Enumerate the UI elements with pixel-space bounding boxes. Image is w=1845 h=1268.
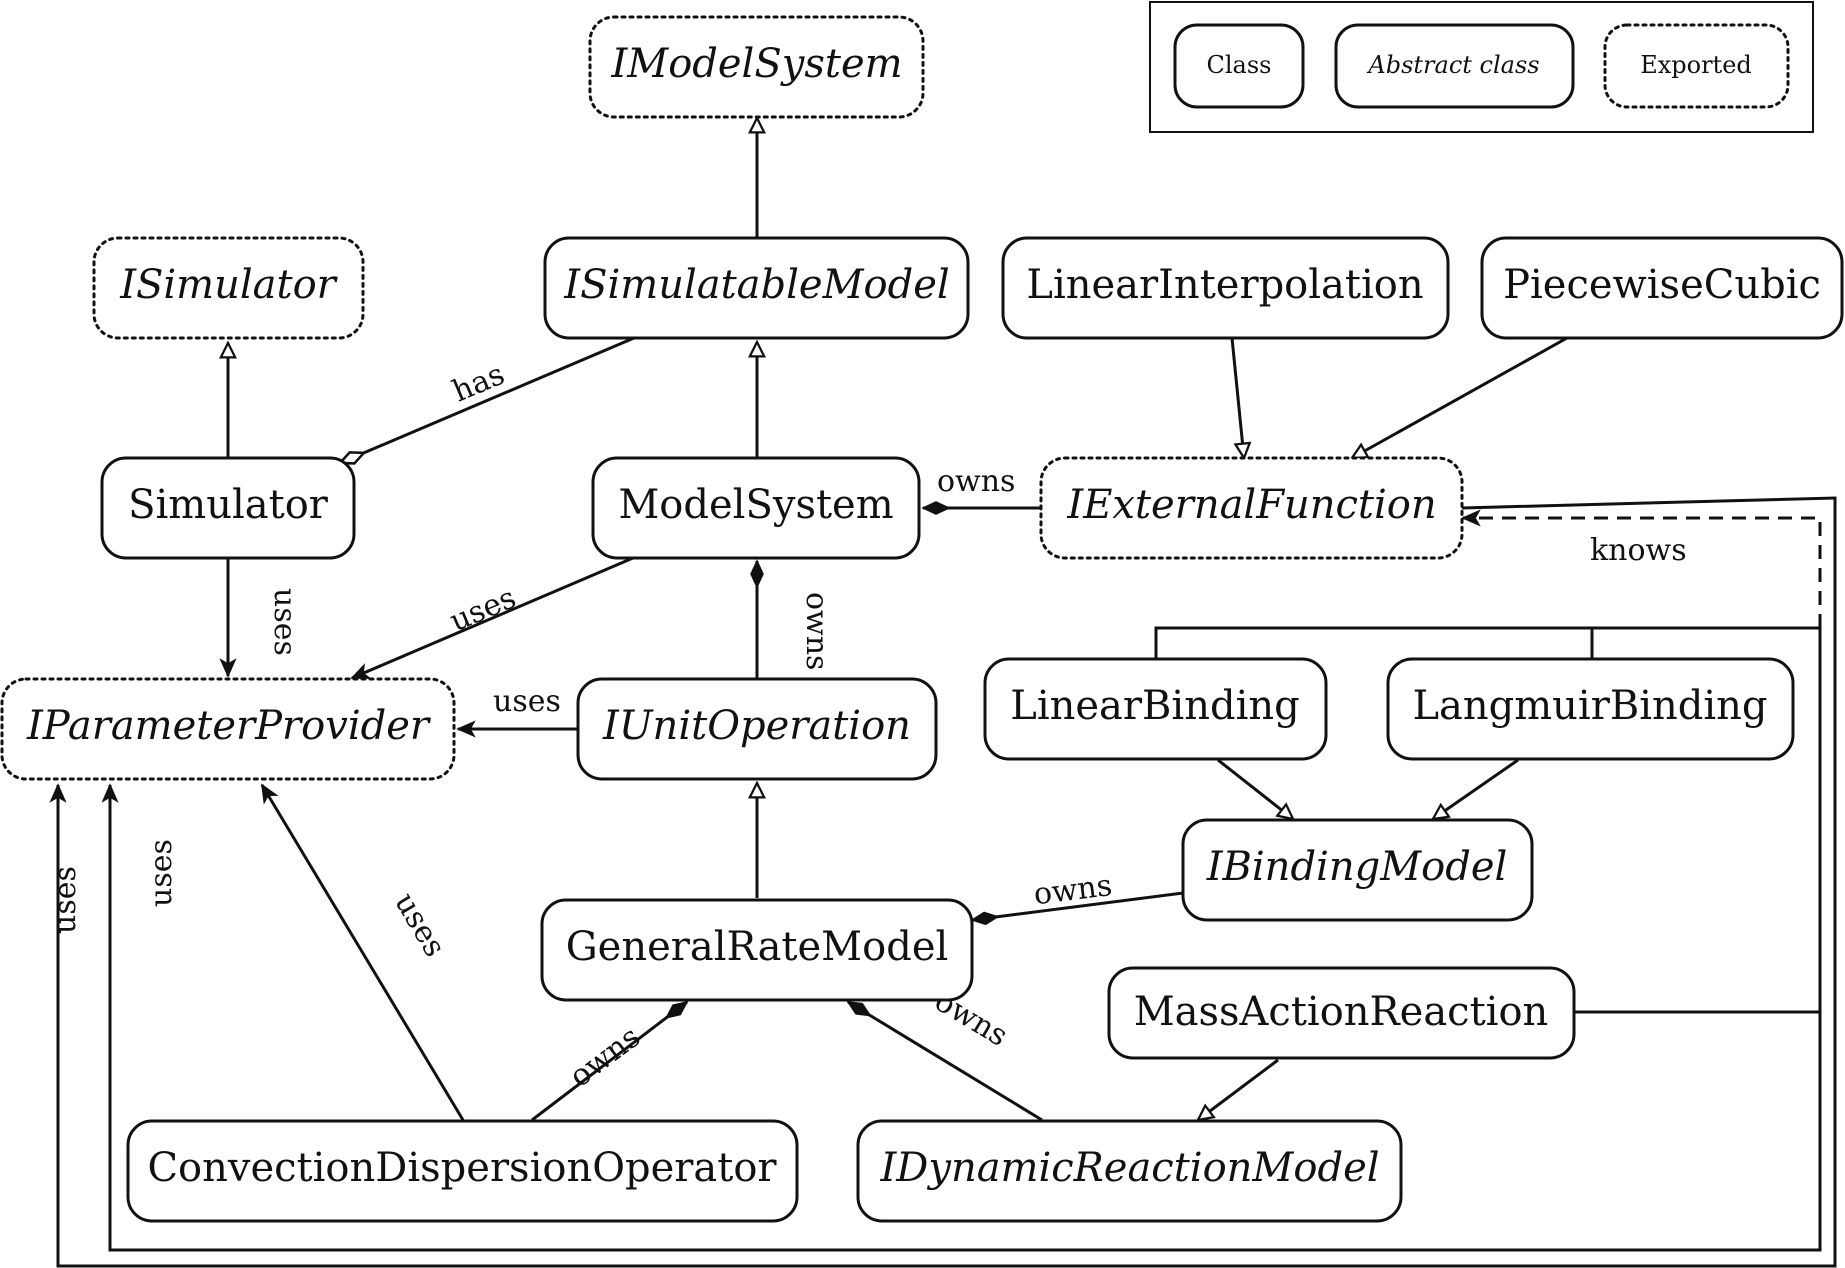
edge-grm-owns-cdo: [531, 1000, 689, 1122]
node-linearbinding-label: LinearBinding: [1010, 683, 1299, 729]
node-isimulator-label: ISimulator: [119, 262, 338, 308]
node-generalratemodel[interactable]: GeneralRateModel: [540, 898, 974, 1002]
node-ibindingmodel[interactable]: IBindingModel: [1181, 818, 1534, 922]
node-imodelsystem[interactable]: IModelSystem: [588, 15, 925, 119]
node-linearinterpolation[interactable]: LinearInterpolation: [1001, 236, 1450, 340]
label-owns-unitop: owns: [799, 592, 834, 670]
node-modelsystem[interactable]: ModelSystem: [591, 456, 921, 560]
label-owns-extfun: owns: [937, 464, 1015, 499]
node-iparameterprovider-label: IParameterProvider: [26, 703, 432, 749]
label-knows: knows: [1590, 533, 1687, 568]
legend: Class Abstract class Exported: [1149, 1, 1814, 133]
legend-abstract-label: Abstract class: [1366, 51, 1539, 79]
node-convectiondispersionoperator[interactable]: ConvectionDispersionOperator: [126, 1119, 799, 1223]
edge-bottom-loop-outer: [49, 496, 1837, 1268]
label-owns-binding: owns: [1032, 868, 1114, 912]
legend-class: Class: [1173, 23, 1305, 109]
node-ibindingmodel-label: IBindingModel: [1206, 844, 1508, 890]
node-langmuirbinding-label: LangmuirBinding: [1412, 683, 1767, 729]
label-modelsystem-uses: uses: [445, 580, 521, 639]
edge-grm-owns-binding: [970, 891, 1184, 926]
node-convectiondispersionoperator-label: ConvectionDispersionOperator: [147, 1145, 777, 1191]
node-isimulatablemodel[interactable]: ISimulatableModel: [543, 236, 970, 340]
label-bottom-uses-2: uses: [144, 839, 179, 907]
legend-exported-label: Exported: [1640, 51, 1752, 79]
node-generalratemodel-label: GeneralRateModel: [566, 924, 949, 970]
edge-modelsystem-uses: [350, 556, 634, 680]
edge-cdo-uses: [260, 783, 465, 1121]
node-idynamicreactionmodel-label: IDynamicReactionModel: [879, 1145, 1379, 1191]
label-simulator-uses: uses: [267, 588, 302, 656]
node-isimulatablemodel-label: ISimulatableModel: [563, 262, 949, 308]
legend-exported: Exported: [1603, 23, 1790, 109]
node-linearbinding[interactable]: LinearBinding: [983, 657, 1328, 761]
node-massactionreaction[interactable]: MassActionReaction: [1107, 966, 1576, 1060]
legend-class-label: Class: [1207, 51, 1272, 79]
edge-langmuirbinding-to-ibindingmodel: [1433, 758, 1519, 819]
node-linearinterpolation-label: LinearInterpolation: [1026, 262, 1423, 308]
node-simulator[interactable]: Simulator: [100, 456, 356, 560]
edges: [49, 118, 1837, 1268]
node-iunitoperation-label: IUnitOperation: [602, 703, 911, 749]
node-isimulator[interactable]: ISimulator: [92, 236, 365, 340]
node-piecewisecubic-label: PiecewiseCubic: [1503, 262, 1821, 308]
edge-knows: [1461, 509, 1822, 628]
label-has: has: [448, 357, 510, 410]
edge-has: [340, 336, 635, 463]
edge-piecewisecubic-to-iexternalfunction: [1352, 336, 1568, 460]
edge-massaction-to-idynamicreaction: [1198, 1058, 1279, 1120]
node-iunitoperation[interactable]: IUnitOperation: [576, 677, 938, 781]
label-cdo-uses: uses: [387, 887, 452, 963]
node-piecewisecubic[interactable]: PiecewiseCubic: [1480, 236, 1844, 340]
node-imodelsystem-label: IModelSystem: [610, 41, 902, 87]
node-iexternalfunction[interactable]: IExternalFunction: [1039, 456, 1464, 560]
node-idynamicreactionmodel[interactable]: IDynamicReactionModel: [856, 1119, 1403, 1223]
label-owns-cdo: owns: [563, 1019, 647, 1094]
edge-grm-owns-reaction: [846, 1000, 1043, 1122]
nodes: IModelSystem ISimulator ISimulatableMode…: [0, 15, 1844, 1223]
node-simulator-label: Simulator: [128, 482, 329, 528]
node-iparameterprovider[interactable]: IParameterProvider: [0, 677, 456, 781]
label-bottom-uses-1: uses: [48, 866, 83, 934]
node-langmuirbinding[interactable]: LangmuirBinding: [1386, 657, 1795, 761]
node-massactionreaction-label: MassActionReaction: [1134, 989, 1549, 1035]
node-iexternalfunction-label: IExternalFunction: [1066, 482, 1436, 528]
node-modelsystem-label: ModelSystem: [618, 482, 893, 528]
legend-abstract: Abstract class: [1334, 23, 1575, 109]
edge-linearbinding-to-ibindingmodel: [1217, 758, 1293, 819]
edge-linearinterpolation-to-iexternalfunction: [1230, 337, 1244, 458]
label-unitop-uses: uses: [493, 684, 561, 719]
